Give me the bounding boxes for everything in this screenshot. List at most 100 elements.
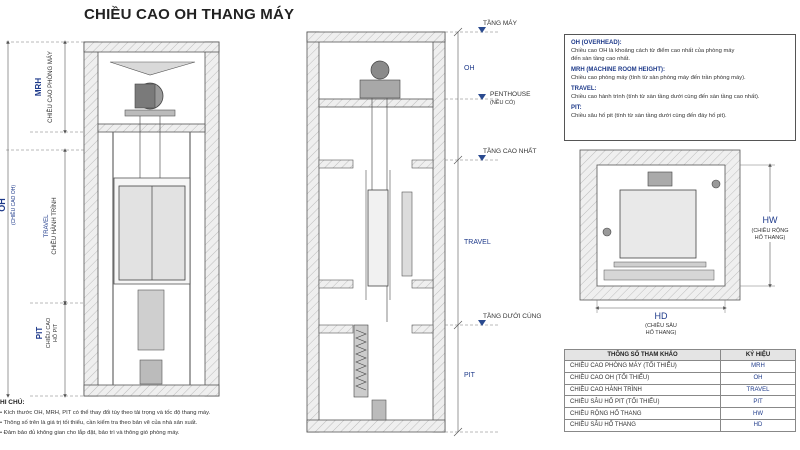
section-dim-tick <box>453 427 463 437</box>
plan-rail-icon <box>602 227 612 237</box>
table-cell-symbol: MRH <box>720 360 796 373</box>
plan-car-door <box>613 261 707 268</box>
notes-item: • Kích thước OH, MRH, PIT có thể thay đổ… <box>0 410 211 416</box>
penthouse-note: (NẾU CÓ) <box>490 99 515 106</box>
level-marker-icon <box>478 320 486 326</box>
elevation-pit-floor <box>83 384 220 397</box>
level-marker-icon <box>478 27 486 33</box>
notes: HI CHÚ: • Kích thước OH, MRH, PIT có thể… <box>0 399 300 438</box>
section-car <box>367 189 389 287</box>
section-roof <box>306 31 446 43</box>
plan-landing-sill <box>603 269 715 281</box>
hw-label-line-2: HỐ THANG) <box>755 234 786 241</box>
machine-base <box>124 109 176 117</box>
legend-term: PIT: <box>571 105 582 111</box>
table-cell-symbol: OH <box>720 371 796 385</box>
legend-desc: Chiều cao hành trình (tính từ sàn tầng d… <box>571 94 760 100</box>
table-header-param: THÔNG SỐ THAM KHẢO <box>564 349 721 361</box>
elevation-roof <box>83 41 220 53</box>
table-cell-param: CHIỀU CAO PHÒNG MÁY (TỐI THIỂU) <box>564 360 721 373</box>
table-cell-symbol: TRAVEL <box>720 383 796 397</box>
legend-mrh: MRH (MACHINE ROOM HEIGHT): Chiều cao phò… <box>571 66 789 82</box>
level-label-machine-room: TẦNG MÁY <box>483 17 518 27</box>
legend-term: TRAVEL: <box>571 86 597 92</box>
hw-label-line-1: (CHIỀU RỘNG <box>752 227 789 234</box>
table-row: CHIỀU SÂU HỐ PIT (TỐI THIỂU)PIT <box>564 395 796 409</box>
pit-label-line-2: HỐ PIT <box>52 323 59 342</box>
section-travel-symbol: TRAVEL <box>464 239 491 246</box>
section-slab-mid <box>411 279 434 289</box>
travel-symbol: TRAVEL <box>44 214 50 238</box>
mrh-label: CHIỀU CAO PHÒNG MÁY <box>47 51 54 123</box>
machine-motor <box>134 83 156 109</box>
counterweight-spring <box>355 329 367 391</box>
section-dim-tick <box>453 27 463 37</box>
legend-term: OH (OVERHEAD): <box>571 40 622 46</box>
section-slab-bottom <box>411 324 434 334</box>
notes-title: HI CHÚ: <box>0 399 25 406</box>
table-row: CHIỀU CAO PHÒNG MÁY (TỐI THIỂU)MRH <box>564 360 796 373</box>
table-cell-symbol: PIT <box>720 395 796 409</box>
hd-symbol: HD <box>655 311 668 321</box>
legend-oh: OH (OVERHEAD): Chiều cao OH là khoảng cá… <box>571 39 789 63</box>
section-buffer <box>371 399 387 421</box>
table-row: CHIỀU CAO OH (TỐI THIỂU)OH <box>564 371 796 385</box>
legend-travel: TRAVEL: Chiều cao hành trình (tính từ sà… <box>571 85 789 101</box>
level-marker-icon <box>478 155 486 161</box>
legend-desc: đến sàn tầng cao nhất. <box>571 56 630 62</box>
section-machine-base <box>359 79 401 99</box>
hw-label-bg <box>750 212 790 242</box>
legend-desc: Chiều cao OH là khoảng cách từ điểm cao … <box>571 48 735 54</box>
elevation-machine-floor <box>97 123 206 133</box>
section-slab-bottom <box>318 324 354 334</box>
elevation-view: OH (CHIỀU CAO OH) MRH CHIỀU CAO PHÒNG MÁ… <box>0 40 220 398</box>
buffer <box>139 359 163 385</box>
pit-symbol: PIT <box>35 327 44 340</box>
section-penthouse-floor <box>318 98 434 108</box>
section-slab-top <box>411 159 434 169</box>
mrh-symbol: MRH <box>34 78 43 96</box>
section-pit-symbol: PIT <box>464 372 476 379</box>
table-cell-param: CHIỀU SÂU HỐ PIT (TỐI THIỂU) <box>564 395 721 409</box>
section-slab-mid <box>318 279 354 289</box>
table-cell-symbol: HW <box>720 407 796 420</box>
spec-table: THÔNG SỐ THAM KHẢO KÝ HIỆU CHIỀU CAO PHÒ… <box>564 349 796 432</box>
section-slab-top <box>318 159 354 169</box>
oh-label: (CHIỀU CAO OH) <box>10 185 17 225</box>
table-cell-param: CHIỀU CAO HÀNH TRÌNH <box>564 383 721 397</box>
machine-beam <box>109 61 196 76</box>
legend-term: MRH (MACHINE ROOM HEIGHT): <box>571 67 665 73</box>
section-counterweight <box>353 324 369 398</box>
plan-car <box>619 189 697 259</box>
level-label-top: TẦNG CAO NHẤT <box>483 145 536 155</box>
level-marker-icon <box>478 94 486 100</box>
landing-door <box>401 191 413 277</box>
plan-rail-icon <box>711 179 721 189</box>
notes-item: • Đảm bảo đủ không gian cho lắp đặt, bảo… <box>0 430 180 436</box>
page-title: CHIỀU CAO OH THANG MÁY <box>84 6 295 23</box>
legend-desc: Chiều sâu hố pit (tính từ sàn tầng dưới … <box>571 113 727 119</box>
section-dim-tick <box>453 155 463 165</box>
notes-item: • Thông số trên là giá trị tối thiểu, cầ… <box>0 420 198 426</box>
table-cell-symbol: HD <box>720 418 796 432</box>
pit-label-line-1: CHIỀU CAO <box>45 317 52 348</box>
section-machine-icon <box>370 60 390 80</box>
table-header-row: THÔNG SỐ THAM KHẢO KÝ HIỆU <box>564 349 796 361</box>
legend-box: OH (OVERHEAD): Chiều cao OH là khoảng cá… <box>564 34 796 141</box>
level-label-bottom: TẦNG DƯỚI CÙNG <box>483 310 541 320</box>
section-oh-symbol: OH <box>464 65 475 72</box>
elevation-counterweight <box>137 289 165 351</box>
oh-symbol: OH <box>0 198 7 212</box>
section-dim-tick <box>453 320 463 330</box>
table-cell-param: CHIỀU CAO OH (TỐI THIỂU) <box>564 371 721 385</box>
hd-label-line-2: HỐ THANG) <box>646 329 677 336</box>
plan-counterweight <box>647 171 673 187</box>
travel-label: CHIỀU HÀNH TRÌNH <box>51 197 58 254</box>
penthouse-label: PENTHOUSE <box>490 91 531 98</box>
table-cell-param: CHIỀU SÂU HỐ THANG <box>564 418 721 432</box>
table-header-symbol: KÝ HIỆU <box>720 349 796 361</box>
